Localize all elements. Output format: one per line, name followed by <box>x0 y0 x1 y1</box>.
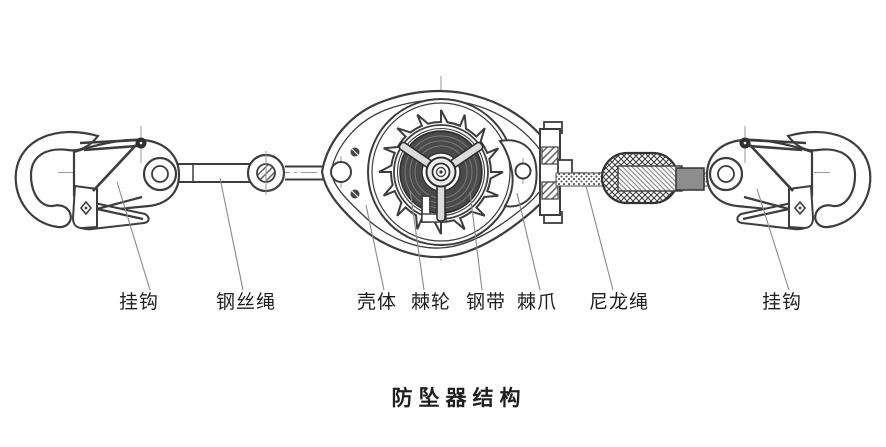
leader-hook-left <box>116 181 151 291</box>
label-pawl: 棘爪 <box>516 292 558 313</box>
nylon-rope <box>555 151 717 205</box>
right-hook <box>705 124 872 231</box>
label-hook-left: 挂钩 <box>118 292 160 313</box>
leader-ratchet <box>409 189 425 291</box>
leader-pawl <box>516 192 541 291</box>
leader-wire-rope <box>219 177 244 291</box>
band-stop-foot <box>421 213 447 223</box>
pawl <box>498 139 538 208</box>
bracket-hatch-top <box>541 146 559 165</box>
spoke <box>436 182 446 222</box>
screw-slots <box>351 142 548 202</box>
wire-rope-link <box>159 151 325 195</box>
rope-end-fitting <box>675 167 705 191</box>
leader-housing <box>365 204 385 291</box>
leader-lines <box>116 177 790 291</box>
wheel-boss-inner <box>371 102 511 242</box>
bracket-hatch-bottom <box>541 181 559 200</box>
leader-nylon-rope <box>585 185 614 291</box>
label-steel-band: 钢带 <box>465 292 507 313</box>
leader-steel-band <box>469 191 483 291</box>
diagram-caption: 防坠器结构 <box>391 387 527 410</box>
label-ratchet-wheel: 棘轮 <box>410 292 452 313</box>
bracket-plate <box>539 128 561 216</box>
label-nylon-rope: 尼龙绳 <box>588 292 650 313</box>
hub-center-dot <box>439 170 443 174</box>
pawl-pin <box>514 162 532 180</box>
leader-hook-right <box>756 188 790 291</box>
clevis-lines <box>285 165 325 181</box>
label-housing: 壳体 <box>356 292 398 313</box>
left-lug-hole <box>330 161 352 183</box>
left-hook <box>14 124 181 231</box>
rotor-spokes <box>398 141 484 222</box>
label-hook-right: 挂钩 <box>761 292 803 313</box>
rope-core-rod <box>617 165 683 192</box>
label-wire-rope: 钢丝绳 <box>215 292 277 313</box>
